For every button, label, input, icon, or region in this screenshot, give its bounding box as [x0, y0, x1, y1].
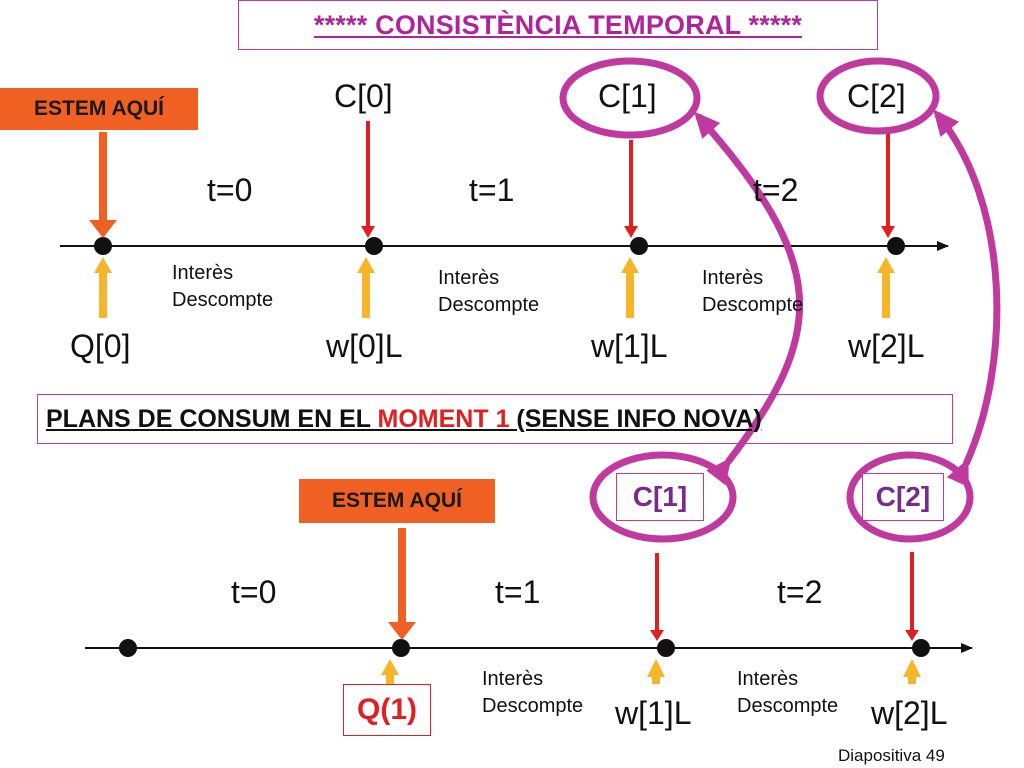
top-t-label-2: t=2 — [753, 172, 799, 208]
top-red-arrow-c0 — [361, 121, 375, 238]
bottom-estem-aqui-badge: ESTEM AQUÍ — [299, 479, 495, 523]
bottom-dot-0 — [119, 639, 137, 657]
top-c-label-2: C[2] — [847, 78, 906, 114]
top-yellow-arrow-0 — [94, 257, 112, 318]
top-ellipse-c1 — [559, 57, 701, 139]
top-yellow-arrow-1 — [357, 257, 375, 318]
top-label-q0: Q[0] — [70, 328, 131, 364]
bottom-yellow-arrow-q — [381, 659, 399, 684]
top-dot-1 — [365, 237, 383, 255]
bottom-interest-0: Interès Descompte — [482, 668, 584, 717]
top-yellow-arrow-2 — [621, 257, 639, 318]
bottom-dot-2 — [657, 639, 675, 657]
top-dot-0 — [94, 237, 112, 255]
bottom-t-label-1: t=1 — [495, 574, 541, 610]
bottom-label-w2l: w[2]L — [871, 695, 948, 731]
bottom-interest-1: Interès Descompte — [737, 668, 839, 717]
top-yellow-arrow-3 — [877, 257, 895, 318]
top-interest-0: Interès Descompte — [172, 262, 274, 311]
bottom-yellow-arrow-w2 — [903, 659, 921, 684]
bottom-red-arrow-c1 — [650, 553, 664, 641]
bottom-q1-box: Q(1) — [343, 684, 431, 736]
bottom-t-label-2: t=2 — [777, 574, 823, 610]
plans-title: PLANS DE CONSUM EN EL MOMENT 1 (SENSE IN… — [46, 404, 762, 433]
top-interest-2: Interès Descompte — [702, 267, 804, 316]
top-interest-1: Interès Descompte — [438, 267, 540, 316]
plans-highlight: MOMENT 1 — [377, 404, 510, 433]
curved-arrow-c1 — [694, 111, 804, 486]
plans-box: PLANS DE CONSUM EN EL MOMENT 1 (SENSE IN… — [37, 394, 953, 444]
top-c-label-0: C[0] — [334, 78, 393, 114]
bottom-orange-arrow — [388, 528, 416, 640]
slide-number: Diapositiva 49 — [838, 746, 945, 765]
top-red-arrow-c2 — [881, 132, 895, 238]
bottom-dot-3 — [912, 639, 930, 657]
curved-arrow-c2 — [933, 109, 1001, 488]
top-label-w0l: w[0]L — [326, 328, 403, 364]
top-estem-aqui-badge: ESTEM AQUÍ — [0, 88, 198, 130]
top-t-label-1: t=1 — [469, 172, 515, 208]
bottom-ellipse-c1 — [589, 451, 737, 543]
top-label-w2l: w[2]L — [848, 328, 925, 364]
bottom-c-box-2: C[2] — [862, 473, 944, 521]
top-c-label-1: C[1] — [598, 78, 657, 114]
top-t-label-0: t=0 — [207, 172, 253, 208]
bottom-ellipse-c2 — [846, 451, 974, 543]
top-orange-arrow — [89, 132, 117, 238]
bottom-yellow-arrow-w1 — [647, 659, 665, 684]
bottom-t-label-0: t=0 — [231, 574, 277, 610]
top-dot-3 — [887, 237, 905, 255]
title-box: ***** CONSISTÈNCIA TEMPORAL ***** — [238, 0, 878, 50]
bottom-c-box-1: C[1] — [616, 473, 704, 521]
bottom-red-arrow-c2 — [905, 552, 919, 641]
bottom-dot-1 — [392, 639, 410, 657]
top-red-arrow-c1 — [624, 140, 638, 238]
page-title: ***** CONSISTÈNCIA TEMPORAL ***** — [313, 9, 803, 40]
top-dot-2 — [630, 237, 648, 255]
top-ellipse-c2 — [816, 57, 940, 135]
bottom-label-w1l: w[1]L — [615, 695, 692, 731]
top-label-w1l: w[1]L — [591, 328, 668, 364]
